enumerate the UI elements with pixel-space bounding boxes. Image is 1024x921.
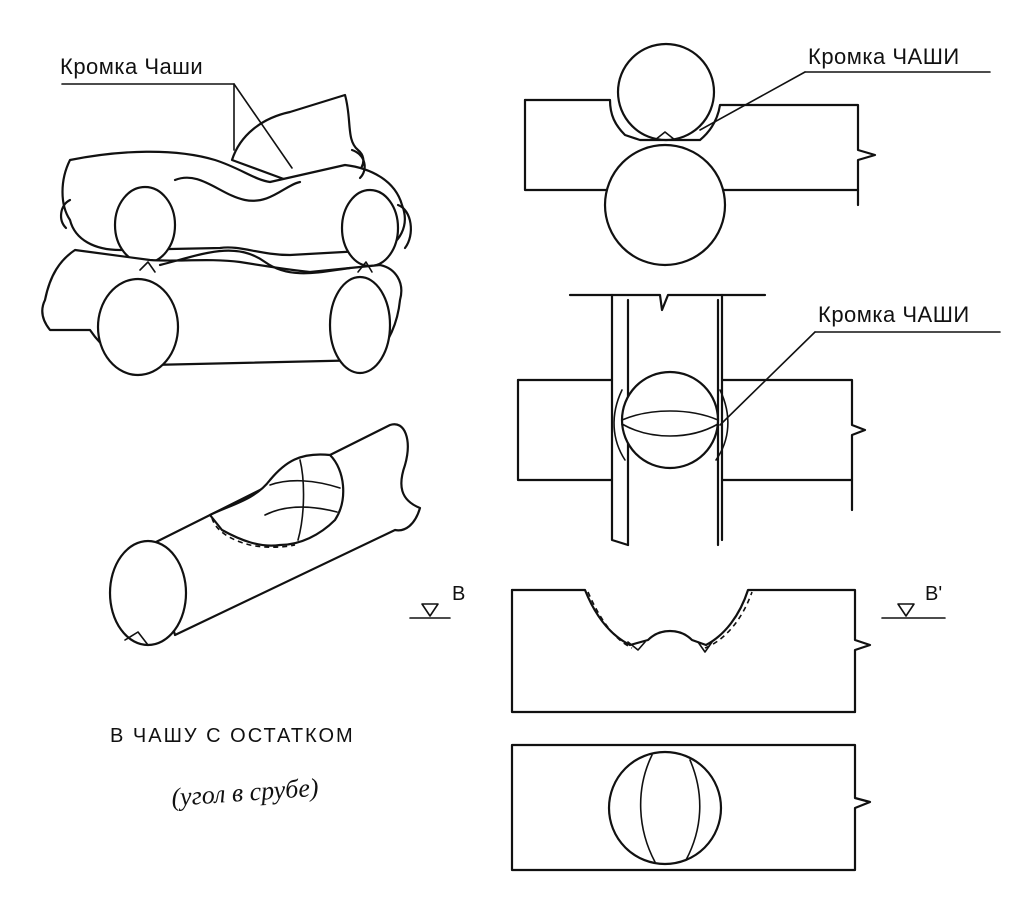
section-mark-left: В bbox=[409, 583, 465, 619]
isometric-log-corner: Кромка Чаши bbox=[41, 54, 412, 377]
label-edge-top-left: Кромка Чаши bbox=[60, 54, 203, 79]
section-view: В В' bbox=[409, 583, 946, 714]
svg-text:В': В' bbox=[925, 583, 942, 605]
plan-view: Кромка ЧАШИ bbox=[516, 293, 1001, 547]
label-edge-middle-right: Кромка ЧАШИ bbox=[818, 302, 970, 327]
bottom-log-view bbox=[510, 743, 872, 872]
svg-text:В: В bbox=[452, 583, 465, 605]
log-with-cup bbox=[108, 423, 422, 647]
caption-sub: (угол в срубе) bbox=[170, 773, 319, 812]
label-edge-top-right: Кромка ЧАШИ bbox=[808, 44, 960, 69]
caption-main: В ЧАШУ С ОСТАТКОМ bbox=[110, 725, 355, 747]
front-elevation: Кромка ЧАШИ bbox=[523, 42, 991, 267]
section-mark-right: В' bbox=[881, 583, 946, 619]
